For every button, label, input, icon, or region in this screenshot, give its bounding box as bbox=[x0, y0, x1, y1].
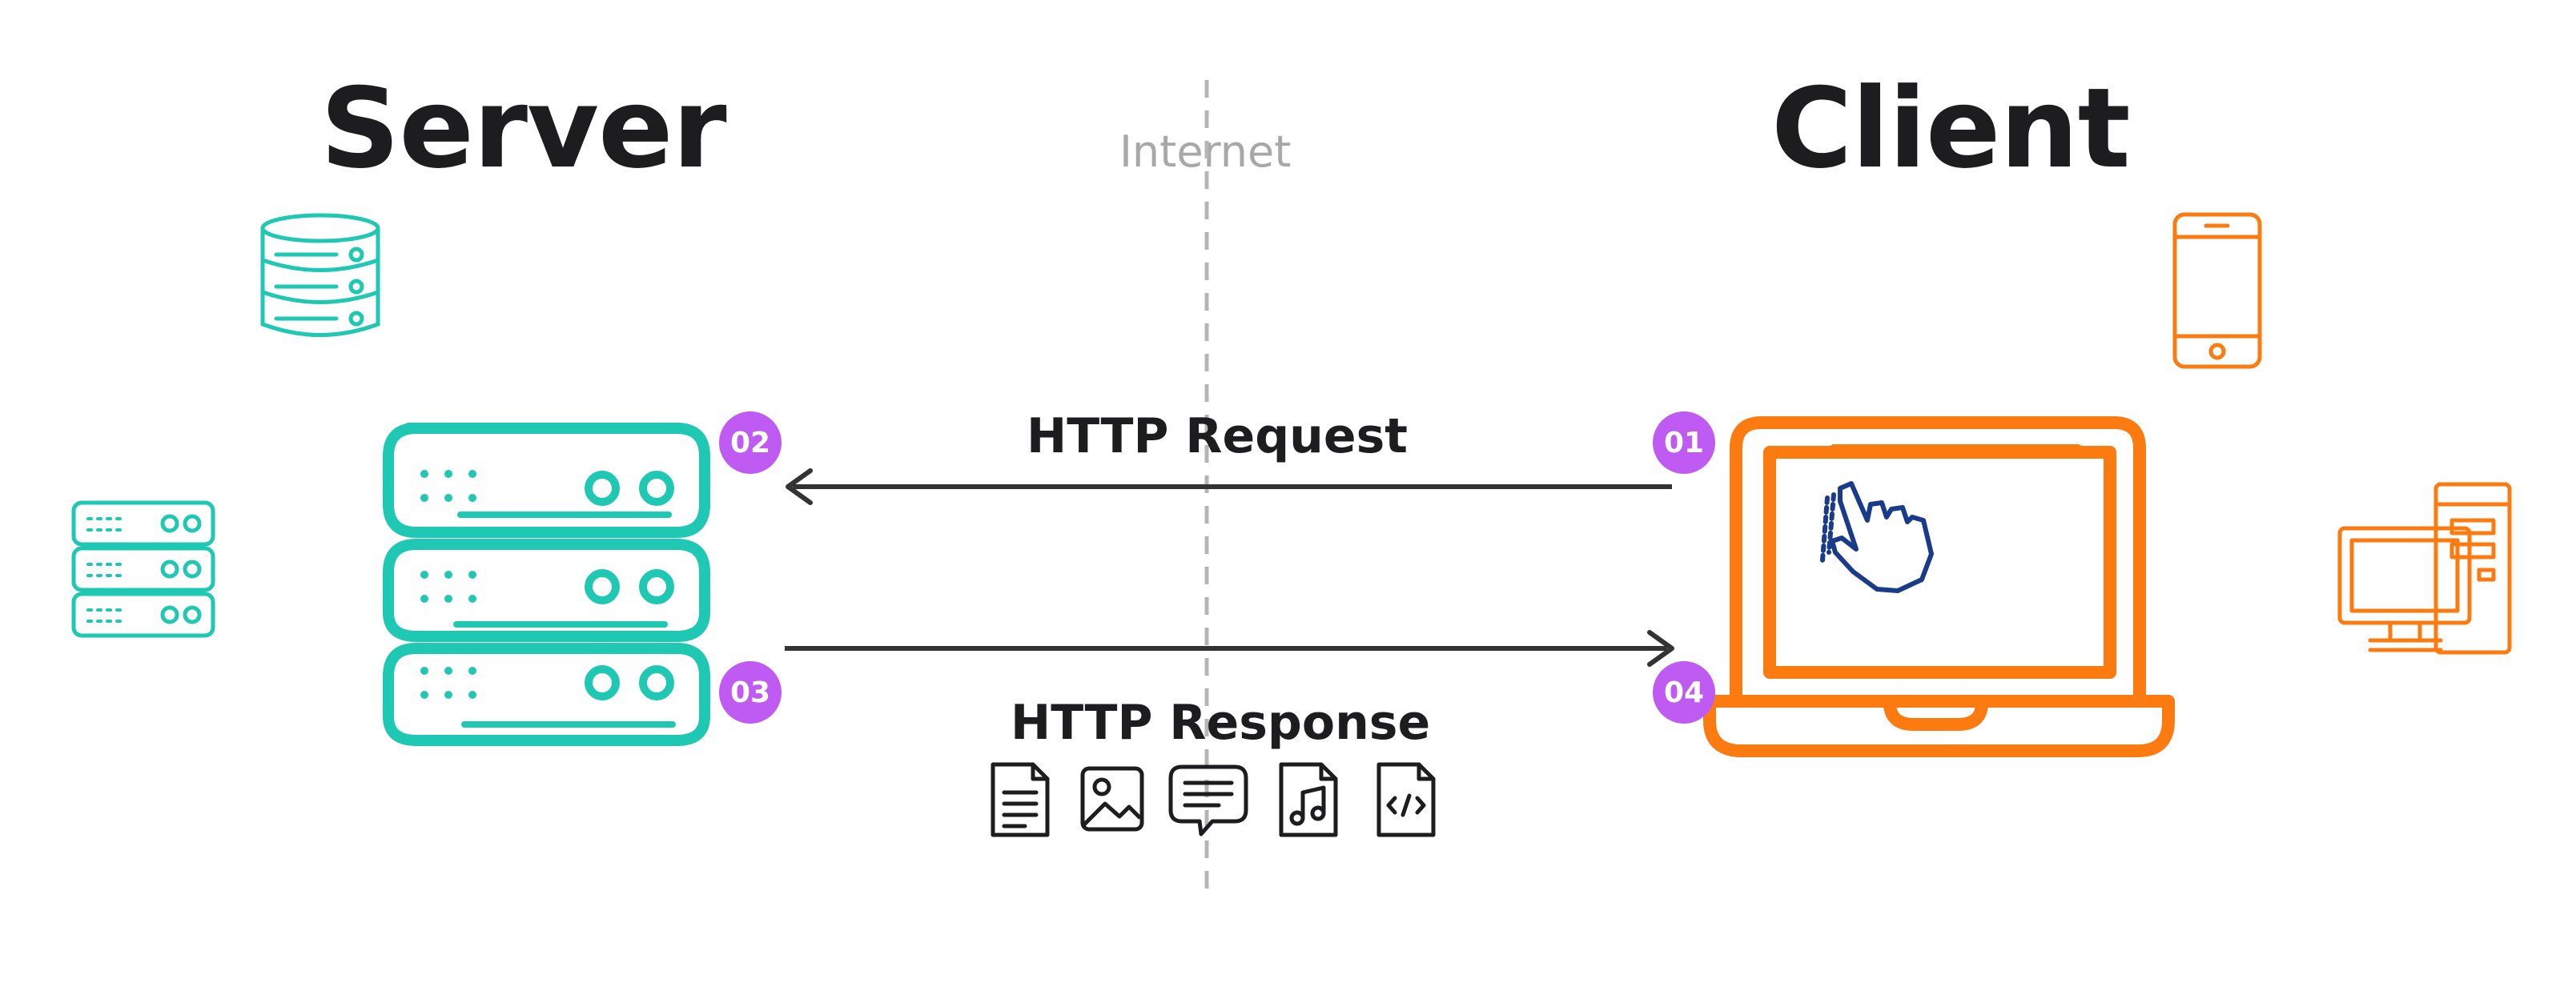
client-heading: Client bbox=[1771, 64, 2131, 193]
response-arrow bbox=[785, 630, 1674, 667]
server-rack-icon bbox=[71, 500, 215, 638]
server-heading: Server bbox=[320, 64, 727, 193]
step-badge-02: 02 bbox=[719, 411, 782, 474]
smartphone-icon bbox=[2172, 212, 2262, 369]
database-icon bbox=[260, 213, 380, 337]
laptop-icon bbox=[1703, 416, 2175, 757]
step-badge-04: 04 bbox=[1653, 661, 1715, 724]
image-icon bbox=[1080, 766, 1144, 832]
http-response-label: HTTP Response bbox=[1011, 695, 1431, 751]
chat-message-icon bbox=[1168, 764, 1248, 837]
request-arrow bbox=[786, 468, 1672, 505]
step-badge-03: 03 bbox=[719, 661, 782, 724]
http-request-label: HTTP Request bbox=[1027, 408, 1408, 464]
server-stack-indicator-dots bbox=[420, 470, 476, 699]
audio-file-icon bbox=[1279, 762, 1338, 837]
code-file-icon bbox=[1376, 762, 1436, 837]
pointer-hand-icon bbox=[1820, 481, 1934, 593]
server-stack-icon bbox=[383, 423, 710, 746]
text-document-icon bbox=[991, 762, 1050, 837]
desktop-computer-icon bbox=[2337, 482, 2512, 655]
step-badge-01: 01 bbox=[1653, 411, 1715, 474]
